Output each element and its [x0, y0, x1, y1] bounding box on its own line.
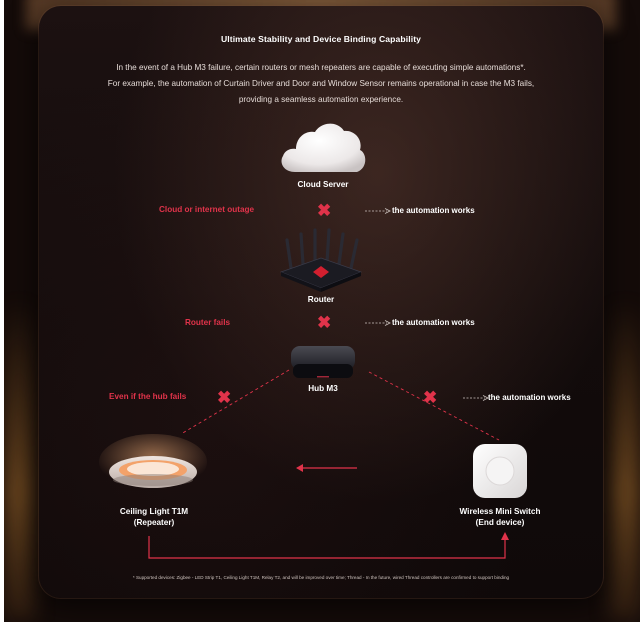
ceiling-light-icon [99, 434, 207, 490]
intro-text: In the event of a Hub M3 failure, certai… [79, 60, 563, 108]
x-mark-icon: ✖ [217, 388, 232, 407]
cloud-server-label: Cloud Server [297, 180, 349, 189]
left-glow [4, 300, 34, 620]
footnote: * Supported devices: Zigbee - LED Strip … [132, 575, 510, 580]
x-mark-icon: ✖ [317, 201, 332, 220]
info-card: Ultimate Stability and Device Binding Ca… [39, 6, 603, 598]
x-mark-icon: ✖ [317, 313, 332, 332]
automation-works-label: the automation works [392, 206, 475, 215]
automation-works-label: the automation works [488, 393, 571, 402]
arrow-icon [463, 395, 489, 401]
router-label: Router [307, 295, 335, 304]
router-fails-label: Router fails [185, 318, 231, 327]
mini-switch-label: Wireless Mini Switch (End device) [445, 506, 555, 528]
mini-switch-name: Wireless Mini Switch [459, 507, 541, 516]
hub-icon [291, 346, 355, 378]
x-mark-icon: ✖ [423, 388, 438, 407]
mini-switch-role: (End device) [475, 518, 525, 527]
arrow-icon [365, 320, 391, 326]
hub-fails-label: Even if the hub fails [109, 392, 187, 401]
automation-works-label: the automation works [392, 318, 475, 327]
intro-line-2: For example, the automation of Curtain D… [107, 79, 535, 88]
page-title: Ultimate Stability and Device Binding Ca… [220, 34, 422, 44]
arrow-icon [365, 208, 391, 214]
ceiling-light-role: (Repeater) [133, 518, 175, 527]
intro-line-1: In the event of a Hub M3 failure, certai… [116, 63, 526, 72]
cloud-icon [281, 123, 366, 172]
dark-frame: Ultimate Stability and Device Binding Ca… [4, 0, 640, 622]
connection-lines [148, 369, 509, 559]
ceiling-light-name: Ceiling Light T1M [119, 507, 189, 516]
intro-line-3: providing a seamless automation experien… [238, 95, 404, 104]
cloud-outage-label: Cloud or internet outage [159, 205, 255, 214]
router-icon [279, 228, 363, 292]
right-glow [610, 300, 640, 620]
hub-label: Hub M3 [308, 384, 338, 393]
mini-switch-icon [473, 444, 527, 498]
ceiling-light-label: Ceiling Light T1M (Repeater) [99, 506, 209, 528]
